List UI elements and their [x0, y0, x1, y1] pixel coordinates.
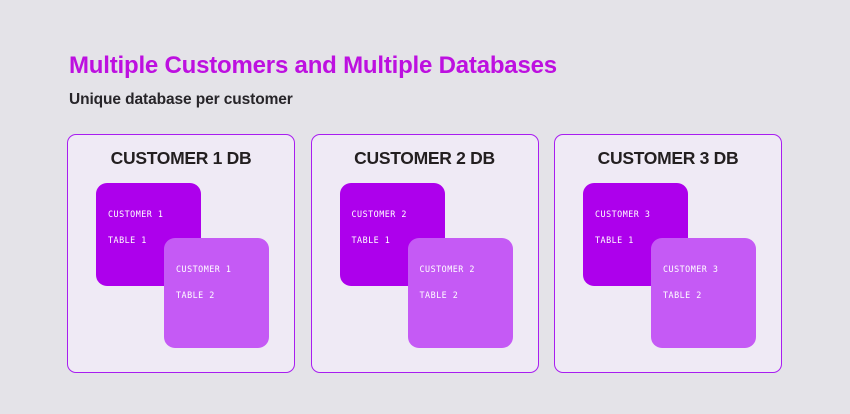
- table-card-line-2: TABLE 1: [595, 235, 634, 245]
- table-card-line-2: TABLE 1: [351, 235, 391, 245]
- table-card-customer-3-table-2: CUSTOMER 3 TABLE 2: [651, 238, 756, 348]
- database-panel-customer-2: CUSTOMER 2 DB CUSTOMER 2 TABLE 1 CUSTOME…: [310, 134, 539, 373]
- table-card-line-2: TABLE 2: [663, 290, 702, 300]
- database-panel-customer-1: CUSTOMER 1 DB CUSTOMER 1 TABLE 1 CUSTOME…: [67, 134, 295, 373]
- table-card-line-1: CUSTOMER 1: [108, 209, 164, 219]
- table-card-line-1: CUSTOMER 2: [419, 264, 475, 274]
- table-card-line-2: TABLE 2: [419, 290, 459, 300]
- table-card-line-2: TABLE 1: [108, 235, 147, 245]
- database-panels: CUSTOMER 1 DB CUSTOMER 1 TABLE 1 CUSTOME…: [67, 134, 782, 373]
- table-card-line-1: CUSTOMER 3: [663, 264, 719, 274]
- table-card-customer-1-table-2: CUSTOMER 1 TABLE 2: [164, 238, 269, 348]
- table-card-line-1: CUSTOMER 2: [351, 209, 407, 219]
- page-title: Multiple Customers and Multiple Database…: [69, 52, 557, 79]
- panel-title-customer-1: CUSTOMER 1 DB: [110, 148, 252, 168]
- panel-title-customer-2: CUSTOMER 2 DB: [354, 148, 495, 168]
- table-card-customer-2-table-2: CUSTOMER 2 TABLE 2: [407, 238, 513, 348]
- table-card-line-1: CUSTOMER 1: [176, 264, 232, 274]
- panel-title-customer-3: CUSTOMER 3 DB: [597, 148, 739, 168]
- database-panel-customer-3: CUSTOMER 3 DB CUSTOMER 3 TABLE 1 CUSTOME…: [554, 134, 782, 373]
- table-card-line-1: CUSTOMER 3: [595, 209, 651, 219]
- page-subtitle: Unique database per customer: [69, 91, 293, 108]
- table-card-customer-1-table-1: CUSTOMER 1 TABLE 1: [96, 183, 201, 286]
- table-card-line-2: TABLE 2: [176, 290, 215, 300]
